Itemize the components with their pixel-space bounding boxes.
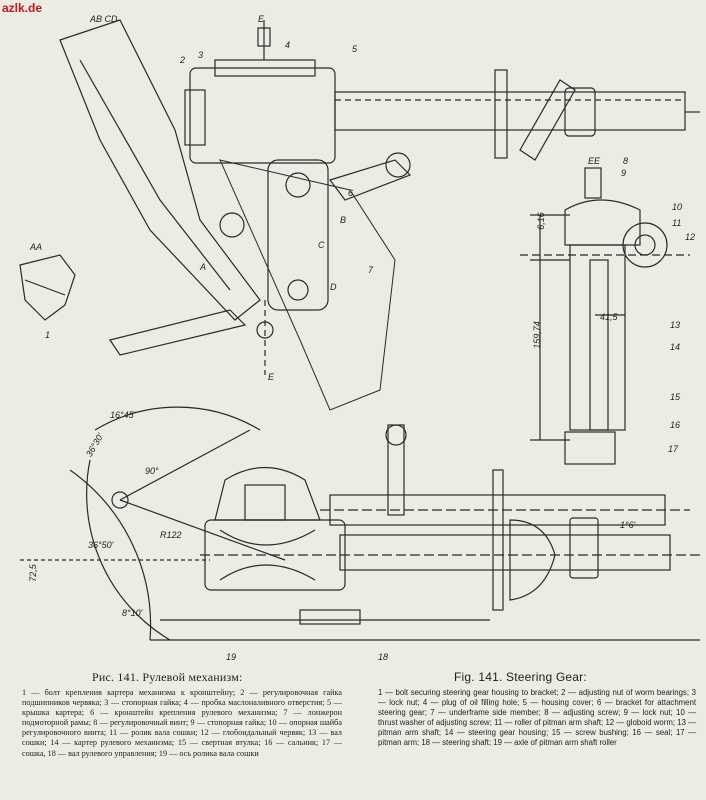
bottom-view — [20, 406, 700, 641]
dim-616: 6,16 — [535, 212, 546, 230]
part-number: 11 — [672, 218, 682, 228]
section-label-ee: ЕЕ — [588, 156, 601, 166]
part-number: 5 — [352, 44, 358, 54]
part-number: 1 — [45, 330, 51, 340]
part-number: 10 — [672, 202, 683, 212]
part-number: 16 — [670, 420, 681, 430]
part-number: 17 — [668, 444, 679, 454]
figure-title-en: Fig. 141. Steering Gear: — [454, 670, 587, 684]
part-number: 19 — [226, 652, 237, 662]
section-label-aa: АА — [30, 242, 43, 252]
dim-3650: 36°50' — [88, 540, 114, 550]
part-number: 2 — [180, 55, 186, 65]
part-number: 8 — [623, 156, 629, 166]
part-number: 18 — [378, 652, 389, 662]
part-number: 9 — [621, 168, 627, 178]
dim-r122: R122 — [160, 530, 182, 540]
legend-en: 1 — bolt securing steering gear housing … — [378, 688, 696, 748]
dim-8: 8°10' — [122, 608, 143, 618]
part-number: 15 — [670, 392, 681, 402]
part-number: 14 — [670, 342, 681, 352]
part-number: 4 — [285, 40, 291, 50]
dim-15974: 159,74 — [531, 321, 542, 349]
dim-90: 90° — [145, 466, 159, 476]
dim-725: 72,5 — [27, 564, 38, 582]
dim-415: 41,5 — [600, 312, 618, 322]
legend-ru: 1 — болт крепления картера механизма к к… — [22, 688, 342, 758]
top-view — [19, 19, 700, 411]
dim-16: 1°6' — [620, 520, 636, 530]
dim-1645: 16°45' — [110, 410, 136, 420]
part-number: 3 — [198, 50, 204, 60]
part-number: 13 — [670, 320, 681, 330]
site-watermark: azlk.de — [2, 1, 43, 15]
axis-label-e-top: Е — [258, 14, 265, 24]
part-number: 12 — [685, 232, 696, 242]
axis-label-d: D — [330, 282, 337, 292]
axis-label-e-bottom: Е — [268, 372, 275, 382]
part-number: 7 — [368, 265, 374, 275]
axis-label-b: В — [340, 215, 347, 225]
section-label-abcd: АВ СD — [90, 14, 118, 24]
section-ee — [520, 167, 690, 465]
steering-gear-drawing — [19, 19, 700, 641]
figure-title-ru: Рис. 141. Рулевой механизм: — [92, 670, 243, 684]
axis-label-c: С — [318, 240, 325, 250]
part-number: 6 — [348, 188, 354, 198]
axis-label-a: А — [200, 262, 207, 272]
